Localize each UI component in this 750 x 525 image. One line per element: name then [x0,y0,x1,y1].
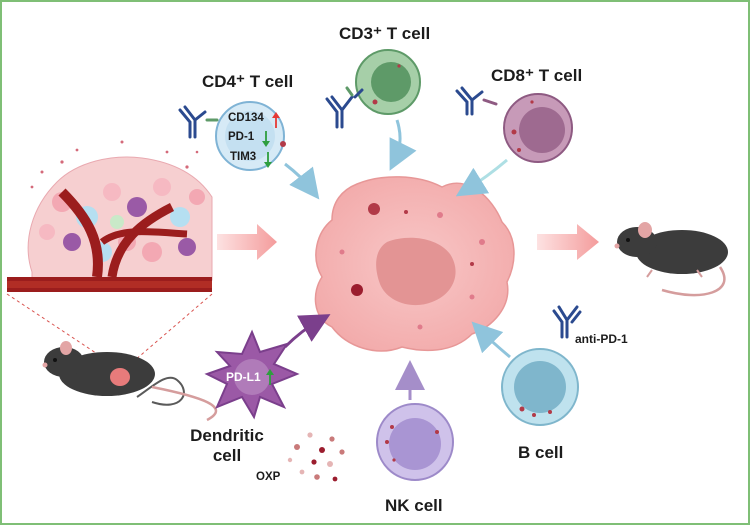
pd1-marker: PD-1 [228,131,255,143]
progression-arrow-left [217,224,277,260]
cd4-t-cell-label: CD4⁺ T cell [202,72,294,91]
tim3-marker: TIM3 [230,151,257,163]
tumor-tissue [7,140,213,292]
antibody-cd4-icon [178,105,219,139]
arrow-cd8-to-tumor [455,158,508,197]
antibody-cd8-icon [455,86,498,116]
arrow-b-to-tumor [471,321,511,359]
mouse-treated [614,222,728,297]
anti-pd1-label: anti-PD-1 [575,332,628,346]
cd3-t-cell-label: CD3⁺ T cell [339,24,431,43]
arrow-cd4-to-tumor [284,162,320,200]
pd1-down-arrow-icon [262,131,270,147]
pdl1-marker: PD-L1 [226,370,261,384]
arrow-dc-to-tumor [283,314,331,349]
pdl1-up-arrow-icon [266,369,274,385]
tumor-cell [314,176,515,352]
antibody-cd3-icon [325,86,364,129]
nk-cell [376,403,454,481]
oxp-particles [287,432,345,482]
progression-arrow-right [537,224,599,260]
tim3-down-arrow-icon [264,152,272,168]
mouse-tumor-bearing [42,341,218,422]
cd3-t-cell [355,49,421,115]
cd4-t-cell [215,101,286,171]
arrow-cd3-to-tumor [389,119,417,171]
zoom-line-right [126,293,213,368]
cd134-marker: CD134 [228,112,264,124]
dendritic-cell [204,329,300,420]
b-cell-label: B cell [518,443,564,462]
cd134-up-arrow-icon [272,112,280,128]
cd8-t-cell [503,93,573,163]
nk-cell-label: NK cell [385,496,443,515]
cd8-t-cell-label: CD8⁺ T cell [491,66,583,85]
oxp-label: OXP [256,471,281,483]
dendritic-cell-label: Dendritic cell [190,426,264,465]
b-cell [501,348,579,426]
anti-pd1-antibody-icon [552,305,582,339]
